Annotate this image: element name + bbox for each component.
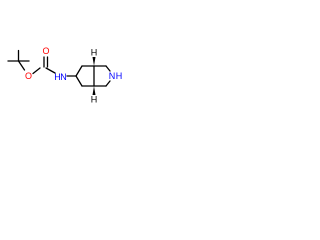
molecule-diagram: O O H N N H H H [7,46,123,105]
stereo-wedge-bottom [92,86,96,95]
top-bridgehead-h-label: H [91,48,98,58]
bottom-bridgehead-h-label: H [91,95,98,105]
bond-carbonyl-to-nh [45,67,56,74]
structure-canvas: O O H N N H H H [0,0,152,152]
stereo-wedge-top [92,57,96,66]
bond-pyrrolidine-ca-n [105,65,111,72]
ring-hydrogen-label: H [116,71,123,81]
bond-ester-oxygen-to-carbonyl [32,67,41,75]
carbonyl-oxygen-label: O [42,46,49,56]
amide-nitrogen-label: N [60,72,67,82]
bond-pyrrolidine-n-cb [105,80,111,87]
bond-ring-c1-c2 [75,65,83,77]
bond-ring-c5-c1 [75,75,83,87]
ring-nitrogen-label: N [109,71,116,81]
ester-oxygen-label: O [25,71,32,81]
amide-hydrogen-label: H [54,72,61,82]
bond-tbu-quaternary-to-oxygen [17,60,26,71]
